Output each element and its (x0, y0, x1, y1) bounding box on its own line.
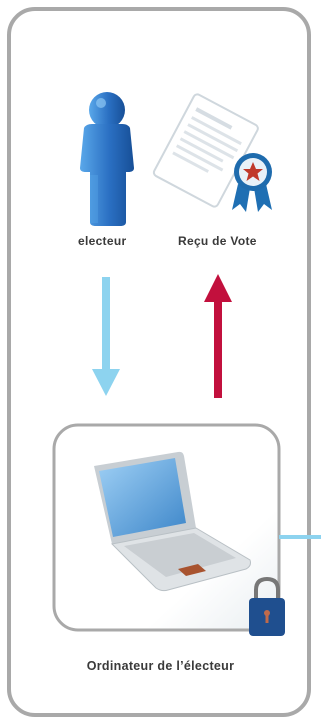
certificate-icon (153, 93, 272, 212)
voter-label: electeur (78, 234, 126, 248)
arrow-up (204, 274, 232, 398)
voter-computer-label: Ordinateur de l’électeur (0, 659, 321, 673)
arrow-down (92, 277, 120, 396)
person-icon (80, 92, 134, 226)
vote-receipt-label: Reçu de Vote (178, 234, 257, 248)
connector-line (279, 535, 321, 539)
